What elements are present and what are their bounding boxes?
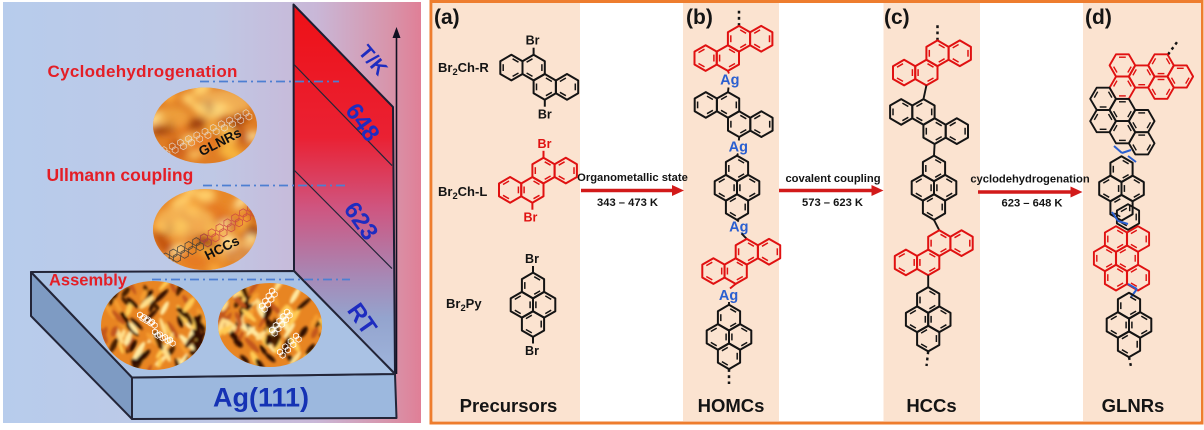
svg-text:Cyclodehydrogenation: Cyclodehydrogenation	[48, 62, 238, 81]
svg-text:Br2Ch-R: Br2Ch-R	[438, 60, 489, 77]
svg-text:GLNRs: GLNRs	[1102, 395, 1165, 416]
svg-text:Br: Br	[538, 108, 552, 122]
svg-text:Br: Br	[523, 211, 537, 225]
svg-text:(c): (c)	[884, 6, 910, 29]
svg-text:343 – 473 K: 343 – 473 K	[597, 197, 658, 209]
svg-text:covalent coupling: covalent coupling	[785, 173, 880, 185]
svg-text:HOMCs: HOMCs	[698, 395, 765, 416]
svg-text:Br: Br	[538, 137, 552, 151]
svg-text:573 – 623 K: 573 – 623 K	[802, 197, 863, 209]
svg-text:(a): (a)	[434, 6, 460, 29]
svg-text:cyclodehydrogenation: cyclodehydrogenation	[970, 174, 1090, 186]
svg-text:Ag: Ag	[729, 220, 748, 236]
svg-text:(d): (d)	[1085, 6, 1112, 29]
svg-text:Organometallic state: Organometallic state	[577, 172, 688, 184]
svg-text:Ag: Ag	[729, 140, 748, 156]
svg-text:Ullmann coupling: Ullmann coupling	[47, 165, 194, 185]
svg-text:Br: Br	[525, 252, 539, 266]
svg-text:Ag: Ag	[719, 288, 738, 304]
svg-text:623 – 648 K: 623 – 648 K	[1002, 198, 1063, 210]
svg-text:Br: Br	[526, 34, 540, 48]
svg-text:Ag: Ag	[720, 73, 739, 89]
svg-text:Precursors: Precursors	[460, 395, 558, 416]
svg-text:Br: Br	[525, 344, 539, 358]
svg-text:HCCs: HCCs	[906, 395, 956, 416]
svg-text:(b): (b)	[686, 6, 713, 29]
svg-text:Ag(111): Ag(111)	[213, 383, 309, 413]
svg-text:Assembly: Assembly	[49, 272, 128, 290]
svg-text:Br2Ch-L: Br2Ch-L	[438, 184, 487, 201]
